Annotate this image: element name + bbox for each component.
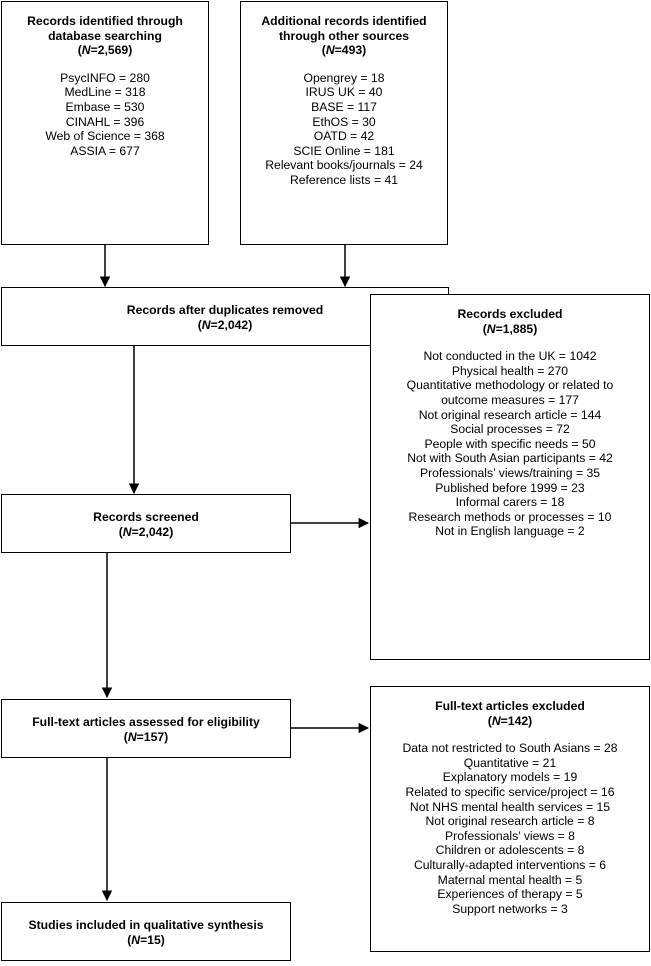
list-item: Not original research article = 144 <box>418 407 602 422</box>
list-item: MedLine = 318 <box>64 85 146 100</box>
list-item: Reference lists = 41 <box>289 172 399 187</box>
records-excluded-count: (N=1,885) <box>482 321 538 336</box>
list-item: Research methods or processes = 10 <box>408 509 612 524</box>
list-item: Children or adolescents = 8 <box>435 843 585 858</box>
list-item: Professionals’ views/training = 35 <box>419 465 601 480</box>
records-excluded-box: Records excluded (N=1,885) Not conducted… <box>370 294 650 660</box>
records-excluded-list: Not conducted in the UK = 1042 Physical … <box>371 349 649 539</box>
records-screened-count: (N=2,042) <box>118 524 174 539</box>
duplicates-removed-count: (N=2,042) <box>197 317 253 332</box>
list-item: IRUS UK = 40 <box>305 85 383 100</box>
list-item: Not conducted in the UK = 1042 <box>423 349 597 364</box>
other-records-title: Additional records identified through ot… <box>261 14 427 43</box>
list-item: Embase = 530 <box>65 99 145 114</box>
list-item: Not original research article = 8 <box>425 814 595 829</box>
list-item: OATD = 42 <box>313 129 375 144</box>
included-count: (N=15) <box>127 932 165 947</box>
list-item: Opengrey = 18 <box>303 70 385 85</box>
database-records-list: PsycINFO = 280 MedLine = 318 Embase = 53… <box>2 71 208 159</box>
list-item: Not with South Asian participants = 42 <box>407 451 613 466</box>
list-item: Data not restricted to South Asians = 28 <box>402 741 618 756</box>
other-records-count: (N=493) <box>321 43 367 58</box>
database-records-box: Records identified through database sear… <box>1 1 209 245</box>
eligibility-title: Full-text articles assessed for eligibil… <box>32 715 260 729</box>
list-item: SCIE Online = 181 <box>293 143 395 158</box>
duplicates-removed-title: Records after duplicates removed <box>126 303 324 317</box>
list-item: Published before 1999 = 23 <box>435 480 585 495</box>
list-item: Explanatory models = 19 <box>442 770 578 785</box>
included-box: Studies included in qualitative synthesi… <box>1 902 291 961</box>
list-item: BASE = 117 <box>311 99 377 114</box>
list-item: Social processes = 72 <box>450 422 570 437</box>
other-records-list: Opengrey = 18 IRUS UK = 40 BASE = 117 Et… <box>241 71 447 188</box>
list-item: Maternal mental health = 5 <box>437 872 583 887</box>
list-item: Web of Science = 368 <box>45 129 165 144</box>
list-item: Related to specific service/project = 16 <box>405 784 615 799</box>
records-excluded-title: Records excluded <box>457 307 563 321</box>
list-item: ASSIA = 677 <box>70 143 140 158</box>
fulltext-excluded-list: Data not restricted to South Asians = 28… <box>371 741 649 916</box>
records-screened-title: Records screened <box>93 510 199 524</box>
other-records-box: Additional records identified through ot… <box>240 1 448 245</box>
included-title: Studies included in qualitative synthesi… <box>28 918 264 932</box>
records-screened-box: Records screened (N=2,042) <box>1 494 291 553</box>
database-records-title: Records identified through database sear… <box>27 14 183 43</box>
list-item: Informal carers = 18 <box>455 495 565 510</box>
list-item: Culturally-adapted interventions = 6 <box>413 857 607 872</box>
eligibility-count: (N=157) <box>123 729 169 744</box>
list-item: People with specific needs = 50 <box>424 436 596 451</box>
list-item: outcome measures = 177 <box>441 392 579 407</box>
fulltext-excluded-box: Full-text articles excluded (N=142) Data… <box>370 686 650 952</box>
list-item: EthOS = 30 <box>312 114 376 129</box>
list-item: PsycINFO = 280 <box>60 70 150 85</box>
list-item: Experiences of therapy = 5 <box>437 887 583 902</box>
list-item: Not in English language = 2 <box>435 524 585 539</box>
list-item: Relevant books/journals = 24 <box>265 158 423 173</box>
eligibility-box: Full-text articles assessed for eligibil… <box>1 699 291 758</box>
database-records-count: (N=2,569) <box>77 43 133 58</box>
fulltext-excluded-title: Full-text articles excluded <box>435 699 585 713</box>
list-item: Quantitative methodology or related to <box>406 378 614 393</box>
list-item: CINAHL = 396 <box>65 114 145 129</box>
list-item: Support networks = 3 <box>452 901 568 916</box>
list-item: Not NHS mental health services = 15 <box>409 799 611 814</box>
list-item: Physical health = 270 <box>451 363 569 378</box>
list-item: Professionals’ views = 8 <box>445 828 575 843</box>
list-item: Quantitative = 21 <box>463 755 557 770</box>
fulltext-excluded-count: (N=142) <box>487 713 533 728</box>
